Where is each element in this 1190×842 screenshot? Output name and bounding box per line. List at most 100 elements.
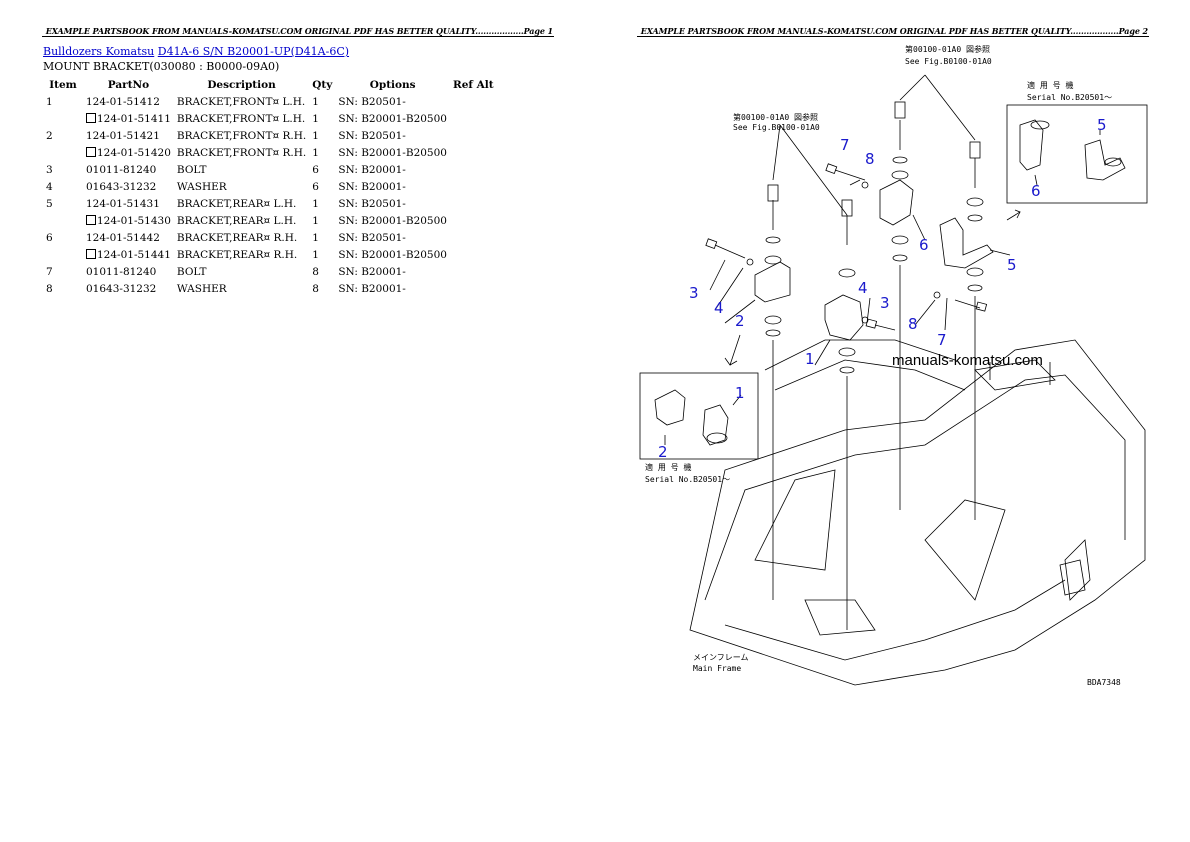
cell-qty: 1 [312, 248, 319, 261]
cell-partno: 01643-31232 [86, 282, 157, 295]
cell-ref-alt [450, 195, 497, 212]
cell-description: BRACKET,REAR¤ L.H. [176, 197, 297, 210]
callout-2-inset: 2 [658, 443, 668, 461]
callout-5-inset: 5 [1097, 116, 1107, 134]
table-header-row: Item PartNo Description Qty Options Ref … [43, 76, 497, 93]
partno-text: 124-01-51430 [97, 214, 171, 227]
cell-partno: 124-01-51411 [83, 110, 174, 127]
cell-partno: 124-01-51442 [86, 231, 160, 244]
breadcrumb-link-category[interactable]: Bulldozers Komatsu [43, 45, 155, 58]
partno-text: 124-01-51441 [97, 248, 171, 261]
cell-partno: 01643-31232 [86, 180, 157, 193]
cell-partno: 124-01-51421 [86, 129, 160, 142]
header-divider [42, 36, 554, 37]
cell-partno: 124-01-51431 [86, 197, 160, 210]
cell-qty: 8 [312, 282, 319, 295]
page-1: EXAMPLE PARTSBOOK FROM MANUALS-KOMATSU.C… [42, 26, 554, 297]
cell-qty: 1 [312, 214, 319, 227]
callout-6-inset: 6 [1031, 182, 1041, 200]
cell-qty: 6 [312, 180, 319, 193]
cell-qty: 1 [312, 129, 319, 142]
inset-right-jp: 適 用 号 機 [1027, 80, 1073, 90]
cell-partno: 01011-81240 [86, 163, 157, 176]
cell-description: WASHER [176, 180, 227, 193]
cell-description: BRACKET,REAR¤ R.H. [176, 248, 298, 261]
alternate-marker-icon [86, 146, 96, 157]
cell-item: 4 [46, 180, 53, 193]
cell-options: SN: B20001-B20500 [338, 146, 447, 159]
alternate-marker-icon [86, 112, 96, 123]
ref-left-jp: 第00100-01A0 図参照 [733, 112, 818, 122]
frame-label-jp: メインフレーム [693, 653, 749, 662]
table-row: 124-01-51441 BRACKET,REAR¤ R.H. 1 SN: B2000… [43, 246, 497, 263]
page-2: EXAMPLE PARTSBOOK FROM MANUALS-KOMATSU.C… [595, 0, 1190, 842]
figure-code: BDA7348 [1087, 678, 1121, 687]
cell-options: SN: B20001-B20500 [338, 248, 447, 261]
cell-description: BRACKET,FRONT¤ R.H. [176, 129, 307, 142]
callout-4-b: 4 [858, 279, 868, 297]
cell-ref-alt [450, 178, 497, 195]
cell-qty: 1 [312, 231, 319, 244]
header-divider [637, 36, 1149, 37]
callout-1: 1 [805, 350, 815, 368]
cell-item [43, 110, 83, 127]
cell-options: SN: B20001- [338, 282, 406, 295]
alternate-marker-icon [86, 248, 96, 259]
partno-text: 124-01-51420 [97, 146, 171, 159]
cell-ref-alt [450, 93, 497, 110]
cell-item [43, 144, 83, 161]
cell-description: WASHER [176, 282, 227, 295]
ref-top-en: See Fig.B0100-01A0 [905, 57, 992, 66]
breadcrumb: Bulldozers Komatsu D41A-6 S/N B20001-UP(… [43, 45, 349, 58]
cell-ref-alt [450, 161, 497, 178]
col-header-options: Options [369, 78, 416, 91]
ref-top-jp: 第00100-01A0 図参照 [905, 44, 990, 54]
callout-2: 2 [735, 312, 745, 330]
cell-options: SN: B20001-B20500 [338, 214, 447, 227]
callout-8-b: 8 [908, 315, 918, 333]
frame-label-en: Main Frame [693, 664, 741, 673]
cell-ref-alt [450, 212, 497, 229]
cell-qty: 1 [312, 112, 319, 125]
cell-item: 5 [46, 197, 53, 210]
inset-left-jp: 適 用 号 機 [645, 462, 691, 472]
cell-description: BRACKET,REAR¤ R.H. [176, 231, 298, 244]
cell-description: BRACKET,FRONT¤ L.H. [176, 112, 306, 125]
cell-ref-alt [450, 127, 497, 144]
callout-6: 6 [919, 236, 929, 254]
cell-ref-alt [450, 229, 497, 246]
ref-left-en: See Fig.B0100-01A0 [733, 123, 820, 132]
cell-qty: 1 [312, 146, 319, 159]
cell-partno: 01011-81240 [86, 265, 157, 278]
col-header-description: Description [207, 78, 276, 91]
cell-item [43, 246, 83, 263]
callout-5: 5 [1007, 256, 1017, 274]
breadcrumb-link-model[interactable]: D41A-6 S/N B20001-UP(D41A-6C) [157, 45, 350, 58]
cell-ref-alt [450, 246, 497, 263]
cell-qty: 8 [312, 265, 319, 278]
cell-partno: 124-01-51412 [86, 95, 160, 108]
cell-item: 6 [46, 231, 53, 244]
page-header: EXAMPLE PARTSBOOK FROM MANUALS-KOMATSU.C… [45, 26, 553, 36]
cell-description: BOLT [176, 163, 207, 176]
cell-description: BRACKET,REAR¤ L.H. [176, 214, 297, 227]
callout-8: 8 [865, 150, 875, 168]
parts-table: Item PartNo Description Qty Options Ref … [43, 76, 497, 297]
callout-7: 7 [840, 136, 850, 154]
page-header: EXAMPLE PARTSBOOK FROM MANUALS-KOMATSU.C… [640, 26, 1148, 36]
inset-left-serial: Serial No.B20501～ [645, 475, 730, 484]
cell-options: SN: B20001- [338, 163, 406, 176]
callout-7-b: 7 [937, 331, 947, 349]
cell-item: 7 [46, 265, 53, 278]
cell-partno: 124-01-51430 [83, 212, 174, 229]
cell-options: SN: B20501- [338, 95, 406, 108]
cell-ref-alt [450, 110, 497, 127]
col-header-item: Item [49, 78, 77, 91]
